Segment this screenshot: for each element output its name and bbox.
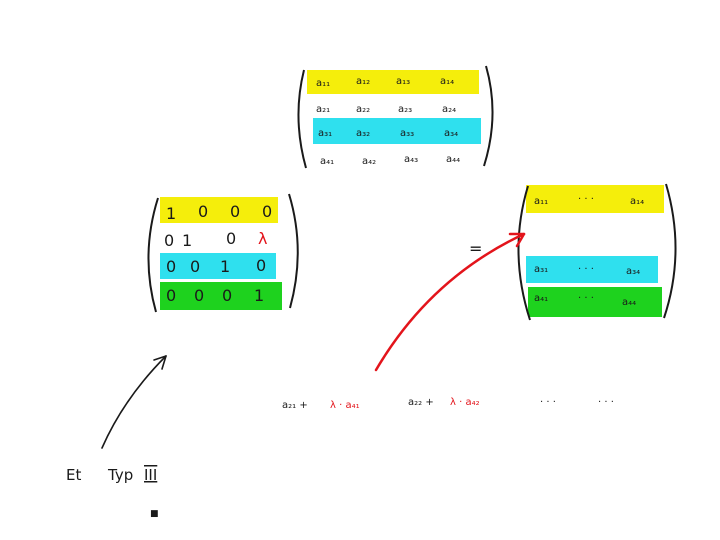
result-matrix: a₁₁ · · · a₁₄ a₃₁ · · · a₃₄ a₄₁ · · · a₄… [517, 183, 677, 321]
result-matrix-cell: a₁₁ [534, 196, 548, 207]
matrix-a-right-bracket [483, 65, 494, 167]
matrix-a-cell: a₃₄ [444, 128, 458, 139]
elementary-matrix-cell: 0 [222, 286, 232, 305]
result-matrix-cell: a₁₄ [630, 196, 644, 207]
formula-term-2-base: a₂₂ + [408, 397, 434, 408]
matrix-a-cell: a₁₂ [356, 76, 370, 87]
highlight-row-3-cyan [313, 118, 481, 144]
elementary-matrix-cell: 0 [226, 229, 236, 248]
formula-term-1-factor: λ · a₄₁ [330, 400, 360, 411]
result-matrix-dots: · · · [578, 264, 594, 275]
result-matrix-cell: a₄₄ [622, 297, 636, 308]
highlight-row-1-yellow [307, 70, 479, 94]
elementary-matrix-cell: 0 [164, 231, 174, 250]
formula-term-1-base: a₂₁ + [282, 400, 308, 411]
result-matrix-dots: · · · [578, 293, 594, 304]
matrix-a: a₁₁ a₁₂ a₁₃ a₁₄ a₂₁ a₂₂ a₂₃ a₂₄ a₃₁ a₃₂ … [297, 65, 494, 169]
matrix-a-cell: a₃₂ [356, 128, 370, 139]
highlight-row-3-cyan [160, 253, 276, 279]
result-matrix-left-bracket [517, 185, 531, 321]
matrix-a-cell: a₂₄ [442, 104, 456, 115]
elementary-matrix-cell: 0 [256, 256, 266, 275]
matrix-a-left-bracket [297, 69, 307, 169]
cursor-marker: ■ [150, 509, 159, 519]
elementary-matrix-cell: 0 [166, 257, 176, 276]
elementary-matrix-cell: 1 [182, 231, 192, 250]
matrix-a-cell: a₁₄ [440, 76, 454, 87]
matrix-a-cell: a₃₁ [318, 128, 332, 139]
formula-term-2-factor: λ · a₄₂ [450, 397, 480, 408]
row-formula: a₂₁ + λ · a₄₁ a₂₂ + λ · a₄₂ · · · · · · [282, 397, 614, 411]
matrix-a-cell: a₃₃ [400, 128, 414, 139]
elementary-matrix-cell: 0 [166, 286, 176, 305]
highlight-row-1-yellow [526, 185, 664, 213]
elementary-matrix-cell: 0 [190, 257, 200, 276]
matrix-a-cell: a₂₂ [356, 104, 370, 115]
black-arrow [101, 355, 167, 449]
elementary-matrix: 1 0 0 0 0 1 0 λ 0 0 1 0 0 0 0 1 [147, 193, 299, 313]
elementary-matrix-left-bracket [147, 197, 159, 313]
matrix-a-cell: a₄₃ [404, 154, 418, 165]
result-matrix-cell: a₄₁ [534, 293, 548, 304]
elementary-matrix-cell: 1 [166, 204, 176, 223]
elementary-matrix-cell: 1 [220, 257, 230, 276]
highlight-row-1-yellow [160, 197, 278, 223]
matrix-a-cell: a₁₁ [316, 78, 330, 89]
equals-sign: = [469, 239, 482, 258]
formula-dots: · · · [598, 397, 614, 408]
matrix-a-cell: a₄₄ [446, 154, 460, 165]
result-matrix-dots: · · · [578, 194, 594, 205]
matrix-a-cell: a₄₁ [320, 156, 334, 167]
elementary-matrix-cell: 0 [194, 286, 204, 305]
elementary-matrix-cell: 0 [230, 202, 240, 221]
red-arrow [374, 232, 526, 372]
elementary-matrix-right-bracket [288, 193, 299, 309]
result-matrix-right-bracket [663, 183, 677, 319]
highlight-row-4-green [160, 282, 282, 310]
elementary-matrix-cell: 1 [254, 286, 264, 305]
elementary-matrix-lambda: λ [258, 229, 267, 248]
matrix-a-cell: a₂₃ [398, 104, 412, 115]
matrix-a-cell: a₄₂ [362, 156, 376, 167]
elementary-matrix-cell: 0 [262, 202, 272, 221]
matrix-a-cell: a₁₃ [396, 76, 410, 87]
matrix-a-cell: a₂₁ [316, 104, 330, 115]
formula-dots: · · · [540, 397, 556, 408]
elementary-matrix-cell: 0 [198, 202, 208, 221]
label-et: Et [66, 466, 81, 484]
result-matrix-cell: a₃₁ [534, 264, 548, 275]
elementary-type-label: Et Typ III [66, 466, 157, 484]
label-typ: Typ [107, 466, 133, 484]
highlight-row-3-cyan [526, 256, 658, 283]
result-matrix-cell: a₃₄ [626, 266, 640, 277]
label-roman-three: III [144, 466, 157, 484]
highlight-row-4-green [528, 287, 662, 317]
